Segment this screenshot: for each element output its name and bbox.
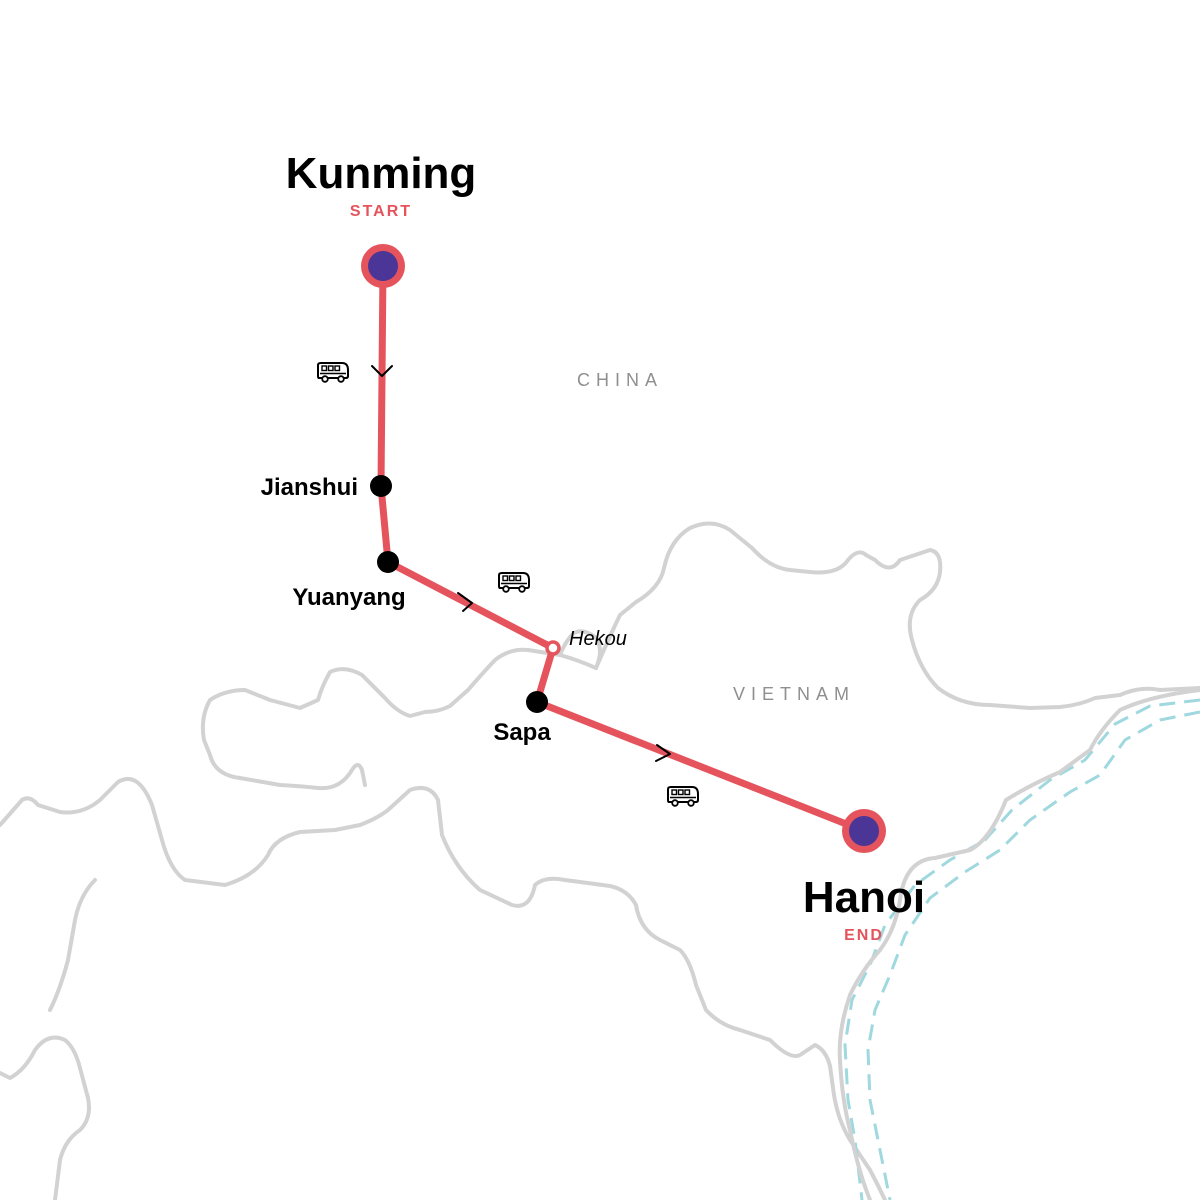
country-label-vietnam: VIETNAM [733, 684, 855, 704]
stop-marker-jianshui[interactable] [370, 475, 392, 497]
coast-outline [837, 688, 1200, 1200]
direction-arrows [371, 365, 671, 762]
coastline-outer [843, 698, 1200, 1200]
city-label-jianshui: Jianshui [261, 474, 358, 501]
city-label-hekou: Hekou [569, 628, 627, 650]
border-west-2 [48, 878, 97, 1012]
border-west [0, 1035, 91, 1200]
coastline-inner [866, 710, 1200, 1200]
route-line [377, 262, 868, 835]
city-label-kunming: Kunming [286, 149, 477, 198]
coastline [843, 698, 1200, 1200]
city-label-yuanyang: Yuanyang [292, 584, 405, 611]
stop-kunming[interactable] [361, 244, 405, 288]
coastline-land-edge [837, 688, 1200, 1200]
stop-marker-sapa[interactable] [526, 691, 548, 713]
bus-icon [498, 572, 530, 593]
bus-icon [317, 362, 349, 383]
start-tag: START [350, 203, 412, 220]
city-label-sapa: Sapa [493, 719, 551, 746]
stop-marker-inner [849, 816, 879, 846]
route [377, 262, 868, 835]
stop-marker-inner [368, 251, 398, 281]
country-label-china: CHINA [577, 370, 663, 390]
bus-icon [667, 786, 699, 807]
arrow-kunming-jianshui [371, 365, 393, 377]
stop-marker-yuanyang[interactable] [377, 551, 399, 573]
border-vietnam-laos [200, 647, 598, 791]
border-hekou [558, 629, 602, 670]
stop-marker-hekou[interactable] [545, 640, 561, 656]
border-lines [0, 521, 1200, 1200]
city-label-hanoi: Hanoi [803, 873, 925, 922]
arrow-yuanyang-hekou [457, 592, 473, 612]
border-north-arc [594, 521, 1200, 710]
arrow-sapa-hanoi [655, 744, 671, 762]
end-tag: END [844, 927, 884, 944]
stop-hanoi[interactable] [842, 809, 886, 853]
border-china-vietnam [0, 776, 887, 1200]
